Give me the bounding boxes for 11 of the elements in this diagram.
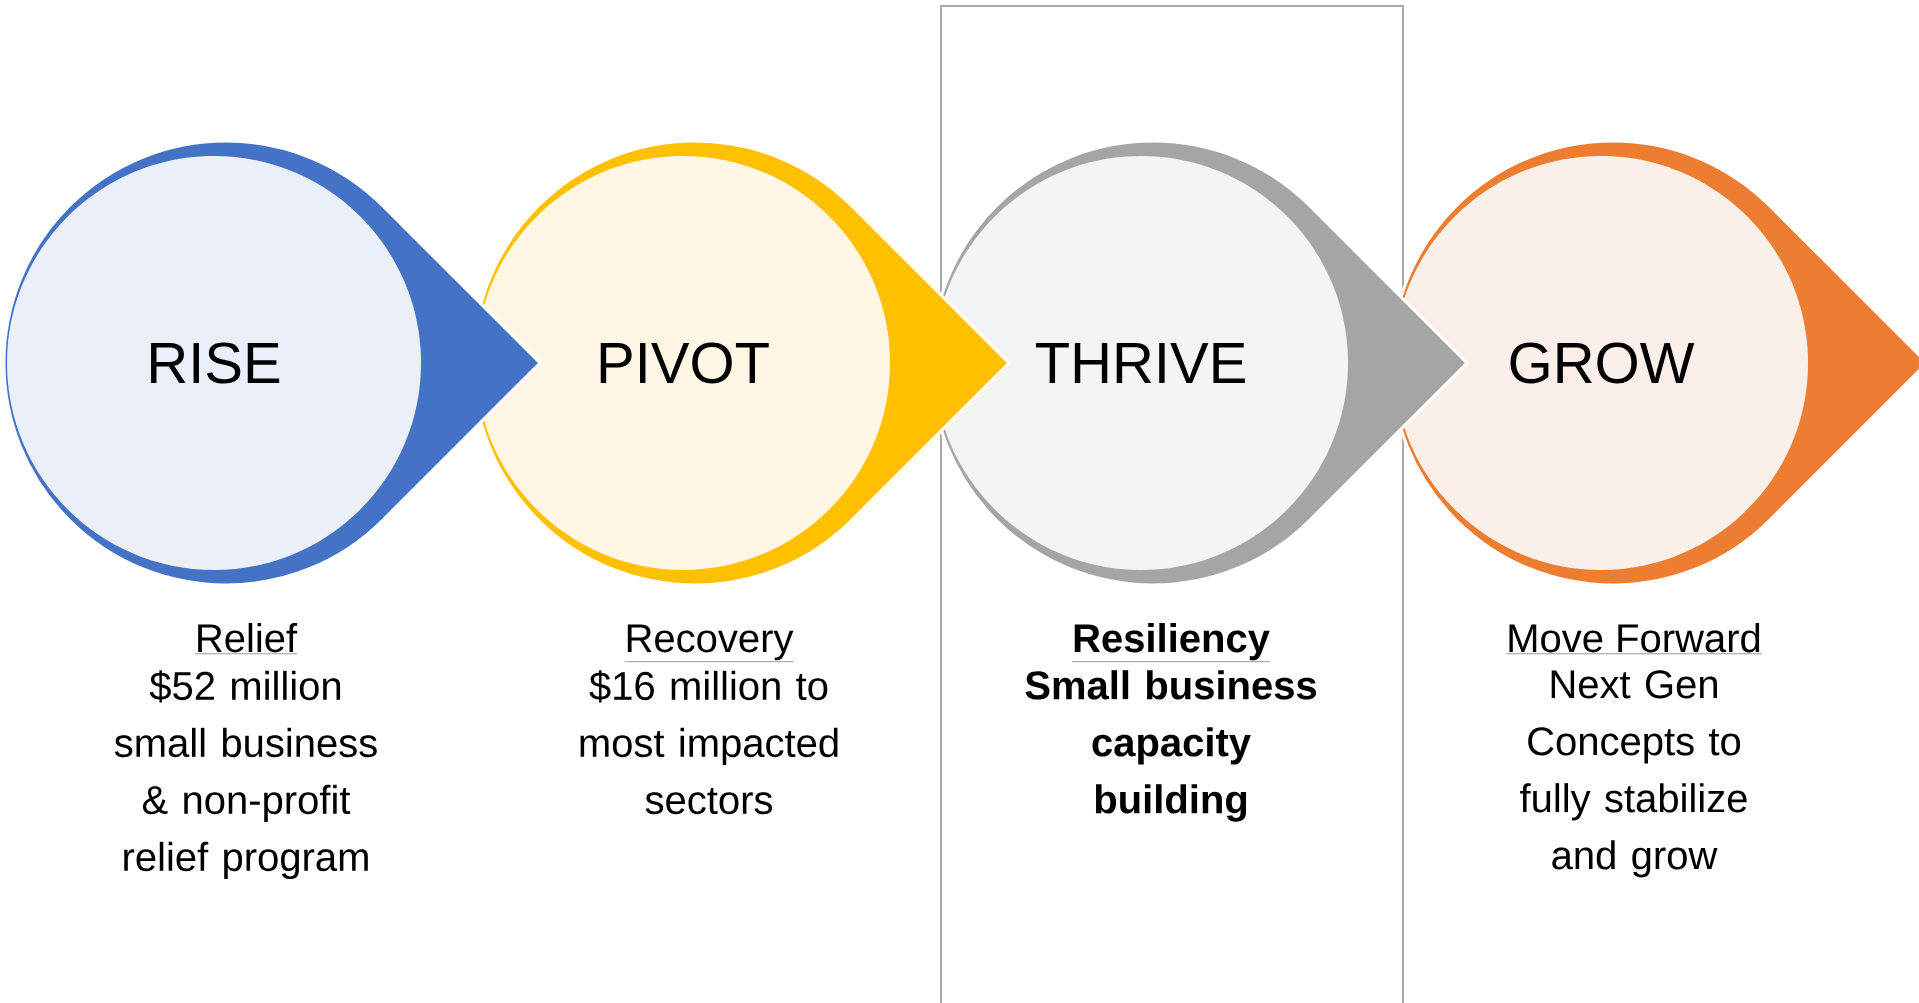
teardrop-node: RISE — [2, 139, 542, 587]
caption-text: Small business capacity building — [1025, 670, 1317, 822]
caption-heading: Resiliency — [1071, 623, 1271, 662]
caption-heading: Recovery — [624, 624, 794, 662]
caption-text: Next Gen Concepts to fully stabilize and grow — [1520, 670, 1747, 878]
teardrop-node: THRIVE — [929, 139, 1469, 587]
caption-heading: Relief — [194, 623, 298, 654]
teardrop-node: PIVOT — [471, 139, 1011, 587]
caption-text: $16 million to most impacted sectors — [580, 670, 838, 815]
caption-heading: Move Forward — [1506, 623, 1762, 654]
caption-text: $52 million small business & non-profit relief program — [114, 670, 377, 880]
